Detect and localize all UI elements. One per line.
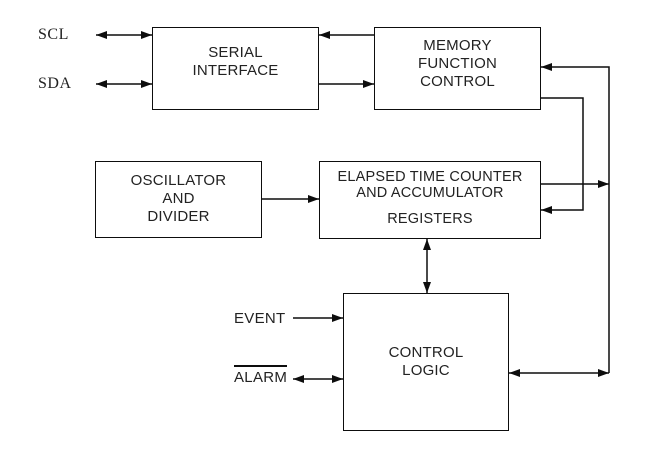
block-label: LOGIC (402, 362, 450, 379)
pin-label-sda: SDA (38, 75, 72, 92)
block-control-logic: CONTROL LOGIC (343, 293, 509, 431)
block-label: FUNCTION (417, 55, 498, 72)
block-label: ELAPSED TIME COUNTER (337, 169, 523, 185)
block-label: OSCILLATOR (130, 172, 227, 189)
block-label: INTERFACE (192, 62, 279, 79)
block-label: AND (162, 190, 195, 207)
block-elapsed-time-counter: ELAPSED TIME COUNTER AND ACCUMULATOR REG… (319, 161, 541, 239)
block-label: REGISTERS (387, 211, 473, 227)
block-label: SERIAL (208, 44, 263, 61)
block-label: MEMORY (423, 37, 492, 54)
block-label: DIVIDER (147, 208, 210, 225)
block-memory-function-control: MEMORY FUNCTION CONTROL (374, 27, 541, 110)
block-label: AND ACCUMULATOR (356, 185, 504, 201)
pin-label-alarm-active-low: ALARM (234, 365, 288, 385)
connector-memory-to-counter (541, 97, 584, 214)
connector-bus-to-memory (541, 63, 610, 373)
pin-label-event: EVENT (234, 310, 286, 327)
block-serial-interface: SERIAL INTERFACE (152, 27, 319, 110)
block-oscillator-divider: OSCILLATOR AND DIVIDER (95, 161, 262, 238)
block-label: CONTROL (388, 344, 464, 361)
block-label: CONTROL (420, 73, 495, 90)
pin-label-scl: SCL (38, 26, 69, 43)
